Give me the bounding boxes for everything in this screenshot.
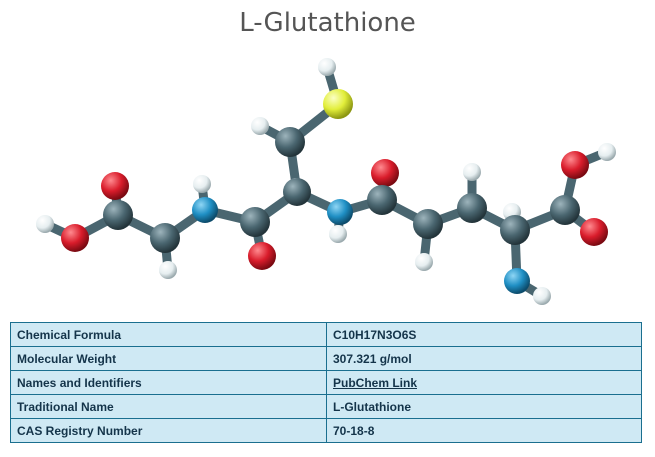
molecule-atoms [36, 58, 616, 305]
table-row: Chemical Formula C10H17N3O6S [10, 322, 642, 347]
row-label: CAS Registry Number [10, 418, 327, 443]
table-row: CAS Registry Number 70-18-8 [10, 418, 642, 443]
table-row: Traditional Name L-Glutathione [10, 394, 642, 419]
table-row: Names and Identifiers PubChem Link [10, 370, 642, 395]
page-title: L-Glutathione [239, 8, 416, 38]
table-row: Molecular Weight 307.321 g/mol [10, 346, 642, 371]
properties-table: Chemical Formula C10H17N3O6S Molecular W… [10, 322, 642, 443]
pubchem-link[interactable]: PubChem Link [333, 375, 418, 390]
row-value: 307.321 g/mol [326, 346, 642, 371]
row-label: Traditional Name [10, 394, 327, 419]
row-label: Molecular Weight [10, 346, 327, 371]
row-value: 70-18-8 [326, 418, 642, 443]
row-value: PubChem Link [326, 370, 642, 395]
row-value: L-Glutathione [326, 394, 642, 419]
molecule-model-image [36, 58, 616, 305]
row-label: Chemical Formula [10, 322, 327, 347]
row-label: Names and Identifiers [10, 370, 327, 395]
row-value: C10H17N3O6S [326, 322, 642, 347]
